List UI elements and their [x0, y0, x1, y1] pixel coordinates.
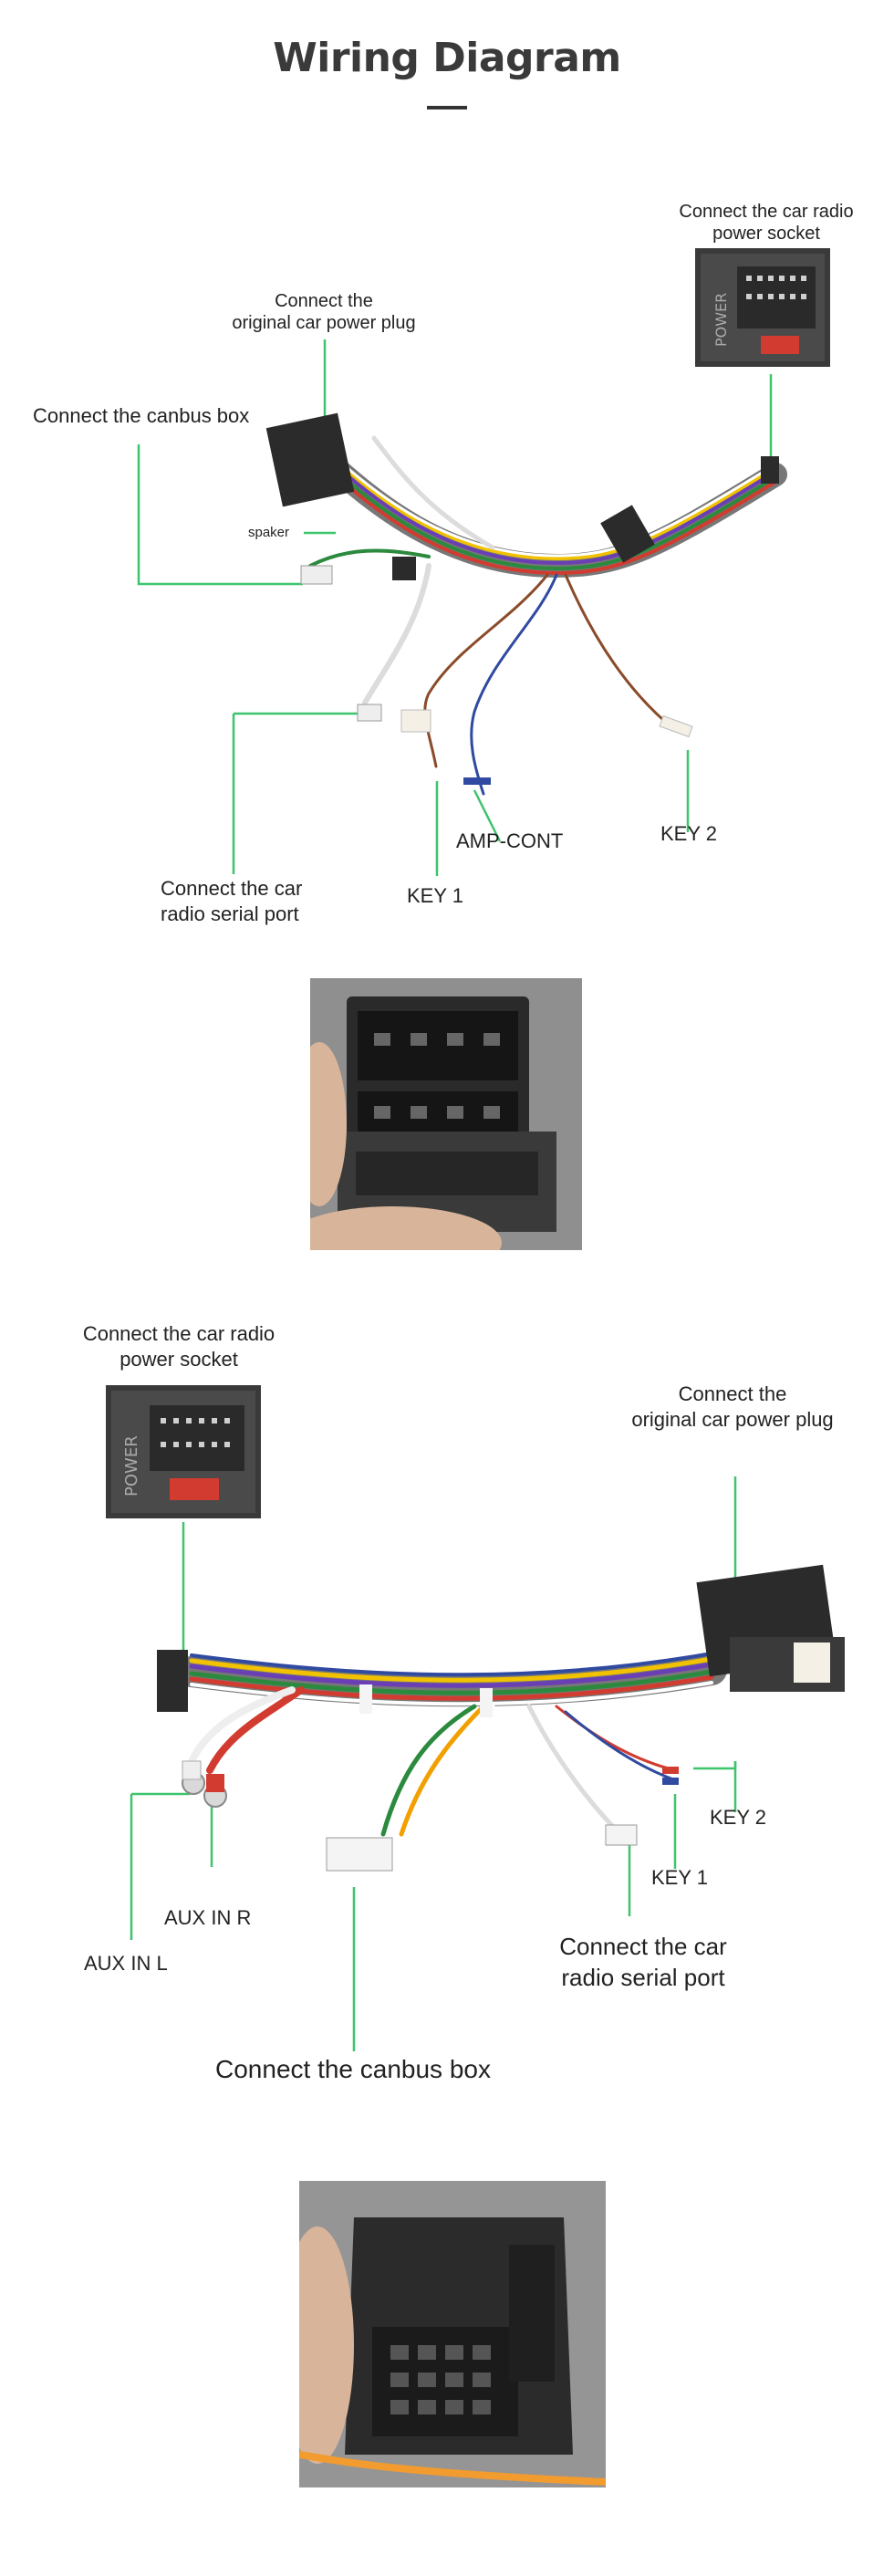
label-serial-1: Connect the car radio serial port [161, 877, 303, 925]
socket-power-text: POWER [712, 293, 730, 347]
label-serial-2: Connect the car radio serial port [559, 1933, 727, 1991]
label-amp-cont: AMP-CONT [456, 829, 564, 852]
cable-bundle-1 [308, 435, 787, 796]
connector-photo-2 [299, 2181, 606, 2487]
connector-photo-1 [310, 978, 582, 1250]
label-key2-1: KEY 2 [660, 822, 717, 845]
label-aux-r: AUX IN R [164, 1906, 252, 1929]
label-key1-2: KEY 1 [651, 1866, 708, 1889]
label-canbus-2: Connect the canbus box [215, 2055, 491, 2083]
label-canbus-1: Connect the canbus box [33, 404, 250, 427]
label-power-socket-1: Connect the car radio power socket [679, 202, 854, 244]
power-socket-image-2: POWER [106, 1385, 261, 1518]
cable-bundle-2 [176, 1652, 727, 1837]
label-key1-1: KEY 1 [407, 884, 463, 907]
label-key2-2: KEY 2 [710, 1806, 766, 1829]
wiring-diagram-1: POWER [137, 248, 830, 876]
socket-power-text-2: POWER [122, 1435, 141, 1497]
connectors-1 [265, 412, 779, 785]
label-power-plug-2: Connect the original car power plug [631, 1382, 834, 1431]
label-aux-l: AUX IN L [84, 1952, 168, 1975]
power-socket-image-1: POWER [695, 248, 830, 367]
label-spaker: spaker [248, 525, 290, 540]
title-underline [427, 106, 467, 110]
label-power-plug-1: Connect the original car power plug [232, 291, 416, 333]
leader-lines-1 [137, 339, 773, 876]
label-power-socket-2: Connect the car radio power socket [82, 1322, 275, 1371]
page-title: Wiring Diagram [273, 35, 621, 81]
